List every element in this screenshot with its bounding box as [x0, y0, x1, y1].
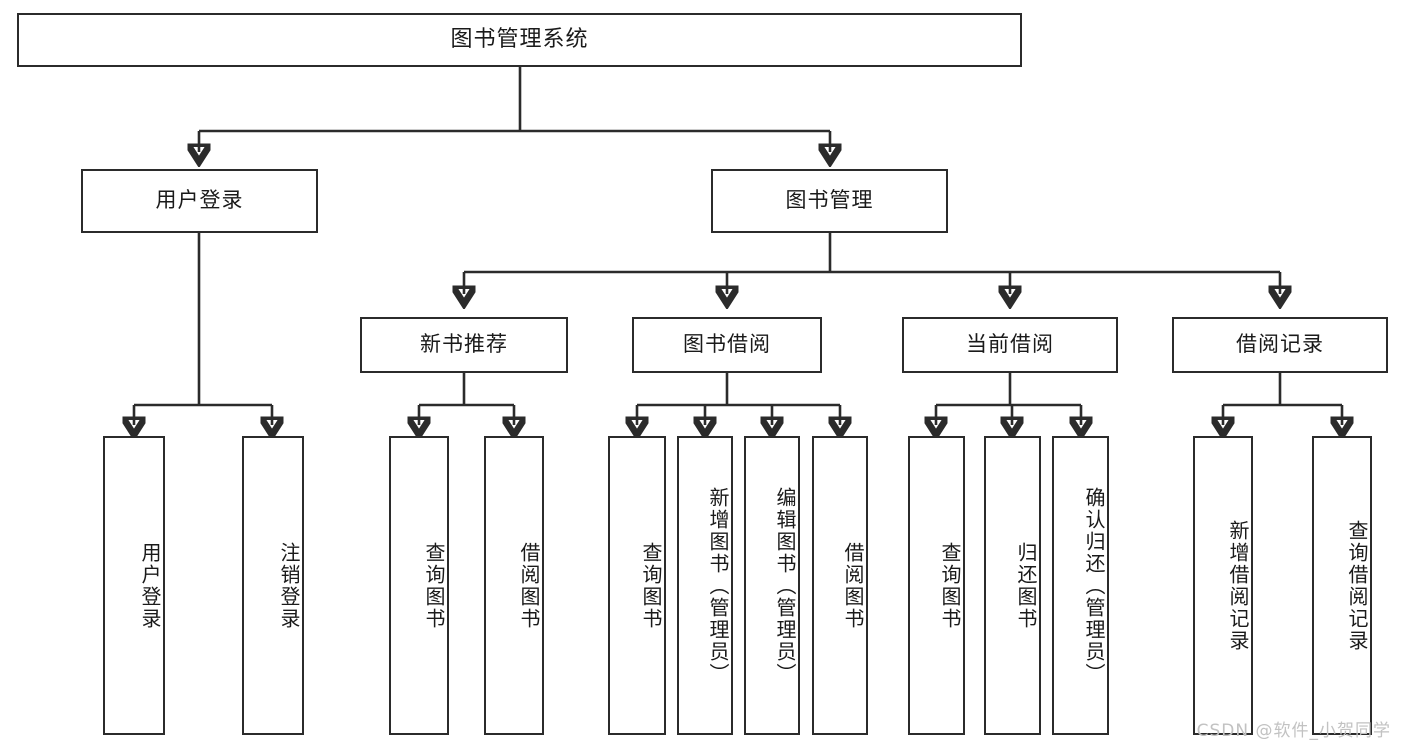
- node-leaf-newbook-borrow-book[interactable]: 借阅图书: [484, 436, 544, 735]
- leaf-label: 注销登录: [277, 541, 301, 630]
- leaf-label: 新增图书（管理员）: [706, 486, 730, 685]
- node-current-borrow[interactable]: 当前借阅: [902, 317, 1118, 373]
- leaf-label: 借阅图书: [517, 541, 541, 630]
- leaf-label: 借阅图书: [841, 541, 865, 630]
- node-leaf-user-login[interactable]: 用户登录: [103, 436, 165, 735]
- leaf-label: 查询图书: [938, 541, 962, 630]
- leaf-label: 新增借阅记录: [1226, 519, 1250, 652]
- node-leaf-newbook-query-book[interactable]: 查询图书: [389, 436, 449, 735]
- node-leaf-logout[interactable]: 注销登录: [242, 436, 304, 735]
- node-leaf-edit-book-admin[interactable]: 编辑图书（管理员）: [744, 436, 800, 735]
- leaf-label: 编辑图书（管理员）: [773, 486, 797, 685]
- node-root-system[interactable]: 图书管理系统: [17, 13, 1022, 67]
- node-leaf-borrow-borrow-book[interactable]: 借阅图书: [812, 436, 868, 735]
- node-user-login[interactable]: 用户登录: [81, 169, 318, 233]
- leaf-label: 用户登录: [138, 541, 162, 630]
- node-book-management[interactable]: 图书管理: [711, 169, 948, 233]
- leaf-label: 查询图书: [639, 541, 663, 630]
- leaf-label: 确认归还（管理员）: [1082, 486, 1106, 685]
- csdn-watermark: CSDN @软件_小贺同学: [1196, 721, 1391, 741]
- node-book-borrow[interactable]: 图书借阅: [632, 317, 822, 373]
- leaf-label: 查询借阅记录: [1345, 519, 1369, 652]
- leaf-label: 查询图书: [422, 541, 446, 630]
- node-leaf-return-book[interactable]: 归还图书: [984, 436, 1041, 735]
- node-leaf-add-book-admin[interactable]: 新增图书（管理员）: [677, 436, 733, 735]
- node-new-book-recommend[interactable]: 新书推荐: [360, 317, 568, 373]
- node-leaf-borrow-query-book[interactable]: 查询图书: [608, 436, 666, 735]
- leaf-label: 归还图书: [1014, 541, 1038, 630]
- node-leaf-current-query-book[interactable]: 查询图书: [908, 436, 965, 735]
- node-leaf-confirm-return-admin[interactable]: 确认归还（管理员）: [1052, 436, 1109, 735]
- node-leaf-query-borrow-record[interactable]: 查询借阅记录: [1312, 436, 1372, 735]
- node-borrow-record[interactable]: 借阅记录: [1172, 317, 1388, 373]
- node-leaf-add-borrow-record[interactable]: 新增借阅记录: [1193, 436, 1253, 735]
